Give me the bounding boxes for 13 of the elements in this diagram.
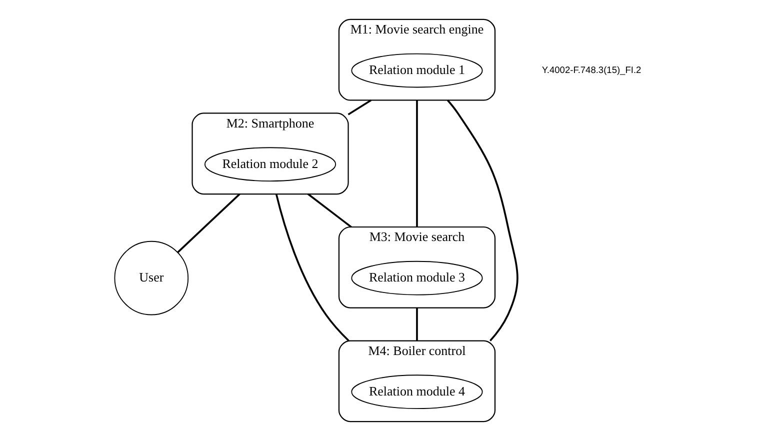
node-ellipse: Relation module 1 xyxy=(350,53,482,88)
node-ellipse: Relation module 3 xyxy=(350,260,482,296)
connector xyxy=(347,99,372,116)
connector xyxy=(176,193,240,253)
node-ellipse: Relation module 4 xyxy=(350,374,482,410)
connector xyxy=(416,100,418,227)
node-circle: User xyxy=(114,240,188,316)
node-ellipse: Relation module 2 xyxy=(204,147,336,182)
connector xyxy=(446,100,518,342)
connector xyxy=(306,193,352,228)
connector xyxy=(274,194,349,342)
connector xyxy=(416,308,418,341)
label: Y.4002-F.748.3(15)_FI.2 xyxy=(541,64,641,75)
